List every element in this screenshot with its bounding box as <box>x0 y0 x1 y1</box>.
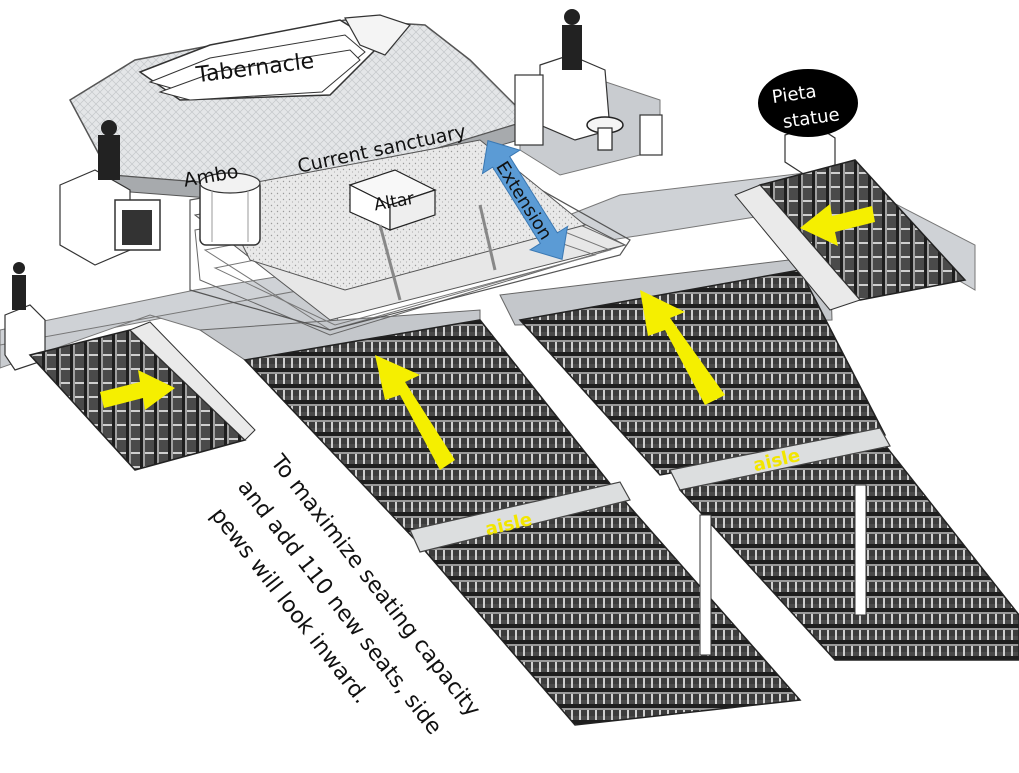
pieta-statue: Pieta statue <box>758 69 858 176</box>
right-statue <box>514 9 663 156</box>
tabernacle: Tabernacle <box>138 14 412 101</box>
yellow-arrow-front-right <box>640 290 725 405</box>
pillars <box>699 484 867 656</box>
side-pew-block-left <box>28 321 256 471</box>
left-statue <box>59 120 161 266</box>
yellow-arrow-front-left <box>375 355 455 470</box>
step-railings <box>378 204 497 301</box>
yellow-arrow-right-side <box>800 204 875 246</box>
yellow-arrow-left-side <box>100 370 175 410</box>
altar: Altar <box>348 169 437 231</box>
side-pew-block-right <box>734 159 967 311</box>
baptismal-font <box>586 116 624 151</box>
